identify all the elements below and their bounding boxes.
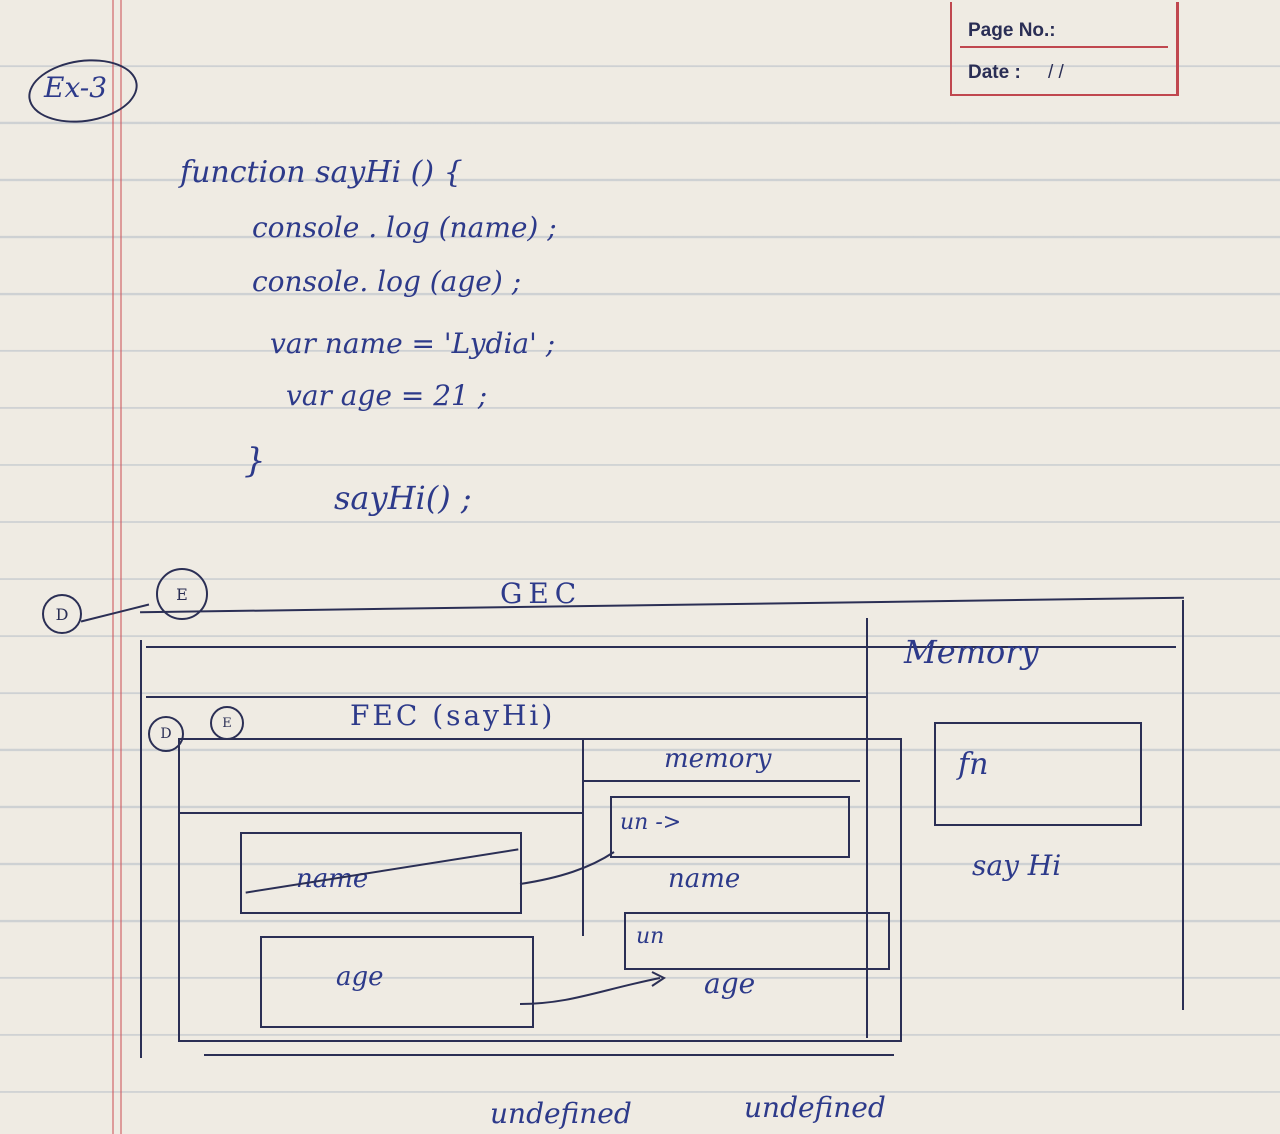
page-no-label: Page No.: [968, 20, 1056, 41]
fec-bottom-line [204, 1054, 894, 1056]
page-info-divider [960, 46, 1168, 48]
gec-inner-line [146, 696, 866, 698]
code-line-7: sayHi() ; [334, 479, 472, 517]
fec-memory-header-line [584, 780, 860, 782]
fn-value: fn [958, 747, 989, 782]
code-line-6: } [244, 441, 266, 481]
date-value: / / [1048, 62, 1064, 83]
code-line-4: var name = 'Lydia' ; [270, 327, 556, 360]
phase-d-label: D [55, 604, 69, 624]
fec-phase-e-label: E [222, 715, 232, 731]
date-label: Date : [968, 62, 1021, 83]
age-arrow [519, 977, 661, 1005]
name-arrow [519, 851, 615, 885]
age-memory-value: un [636, 924, 665, 949]
gec-left-border [140, 640, 142, 1058]
phase-e-marker: E [156, 568, 208, 620]
title: Ex-3 [44, 71, 108, 104]
output-name: undefined [490, 1097, 632, 1130]
age-log-box [260, 936, 534, 1028]
code-line-5: var age = 21 ; [286, 379, 488, 412]
code-line-3: console. log (age) ; [252, 265, 522, 298]
margin-line-left-1 [112, 0, 114, 1134]
gec-label: GEC [500, 577, 583, 610]
name-log-box [240, 832, 522, 914]
fec-header-line [180, 812, 584, 814]
age-arrowhead [651, 971, 666, 987]
fec-memory-label: memory [664, 744, 772, 774]
age-memory-variable: age [704, 967, 756, 1000]
code-line-2: console . log (name) ; [252, 211, 557, 244]
age-memory-box [624, 912, 890, 970]
gec-right-border [1182, 600, 1184, 1010]
fn-memory-box [934, 722, 1142, 826]
gec-header-line [146, 646, 1176, 648]
age-log-label: age [336, 962, 384, 992]
sayhi-variable: say Hi [972, 849, 1062, 882]
fec-memory-divider [582, 740, 584, 936]
page-info-box: Page No.: Date : / / [950, 2, 1179, 96]
name-memory-value: un -> [620, 810, 682, 835]
gec-memory-divider [866, 618, 868, 1038]
name-memory-box [610, 796, 850, 858]
output-age: undefined [744, 1091, 886, 1124]
code-line-1: function sayHi () { [180, 155, 463, 190]
phase-e-label: E [176, 584, 188, 604]
phase-d-marker: D [42, 594, 82, 634]
fec-phase-d-label: D [160, 726, 172, 742]
fec-phase-d-marker: D [148, 716, 184, 752]
fec-frame [178, 738, 902, 1042]
margin-line-left-2 [120, 0, 122, 1134]
name-memory-variable: name [668, 864, 741, 894]
gec-memory-label: Memory [904, 633, 1039, 671]
fec-label: FEC (sayHi) [350, 699, 556, 732]
